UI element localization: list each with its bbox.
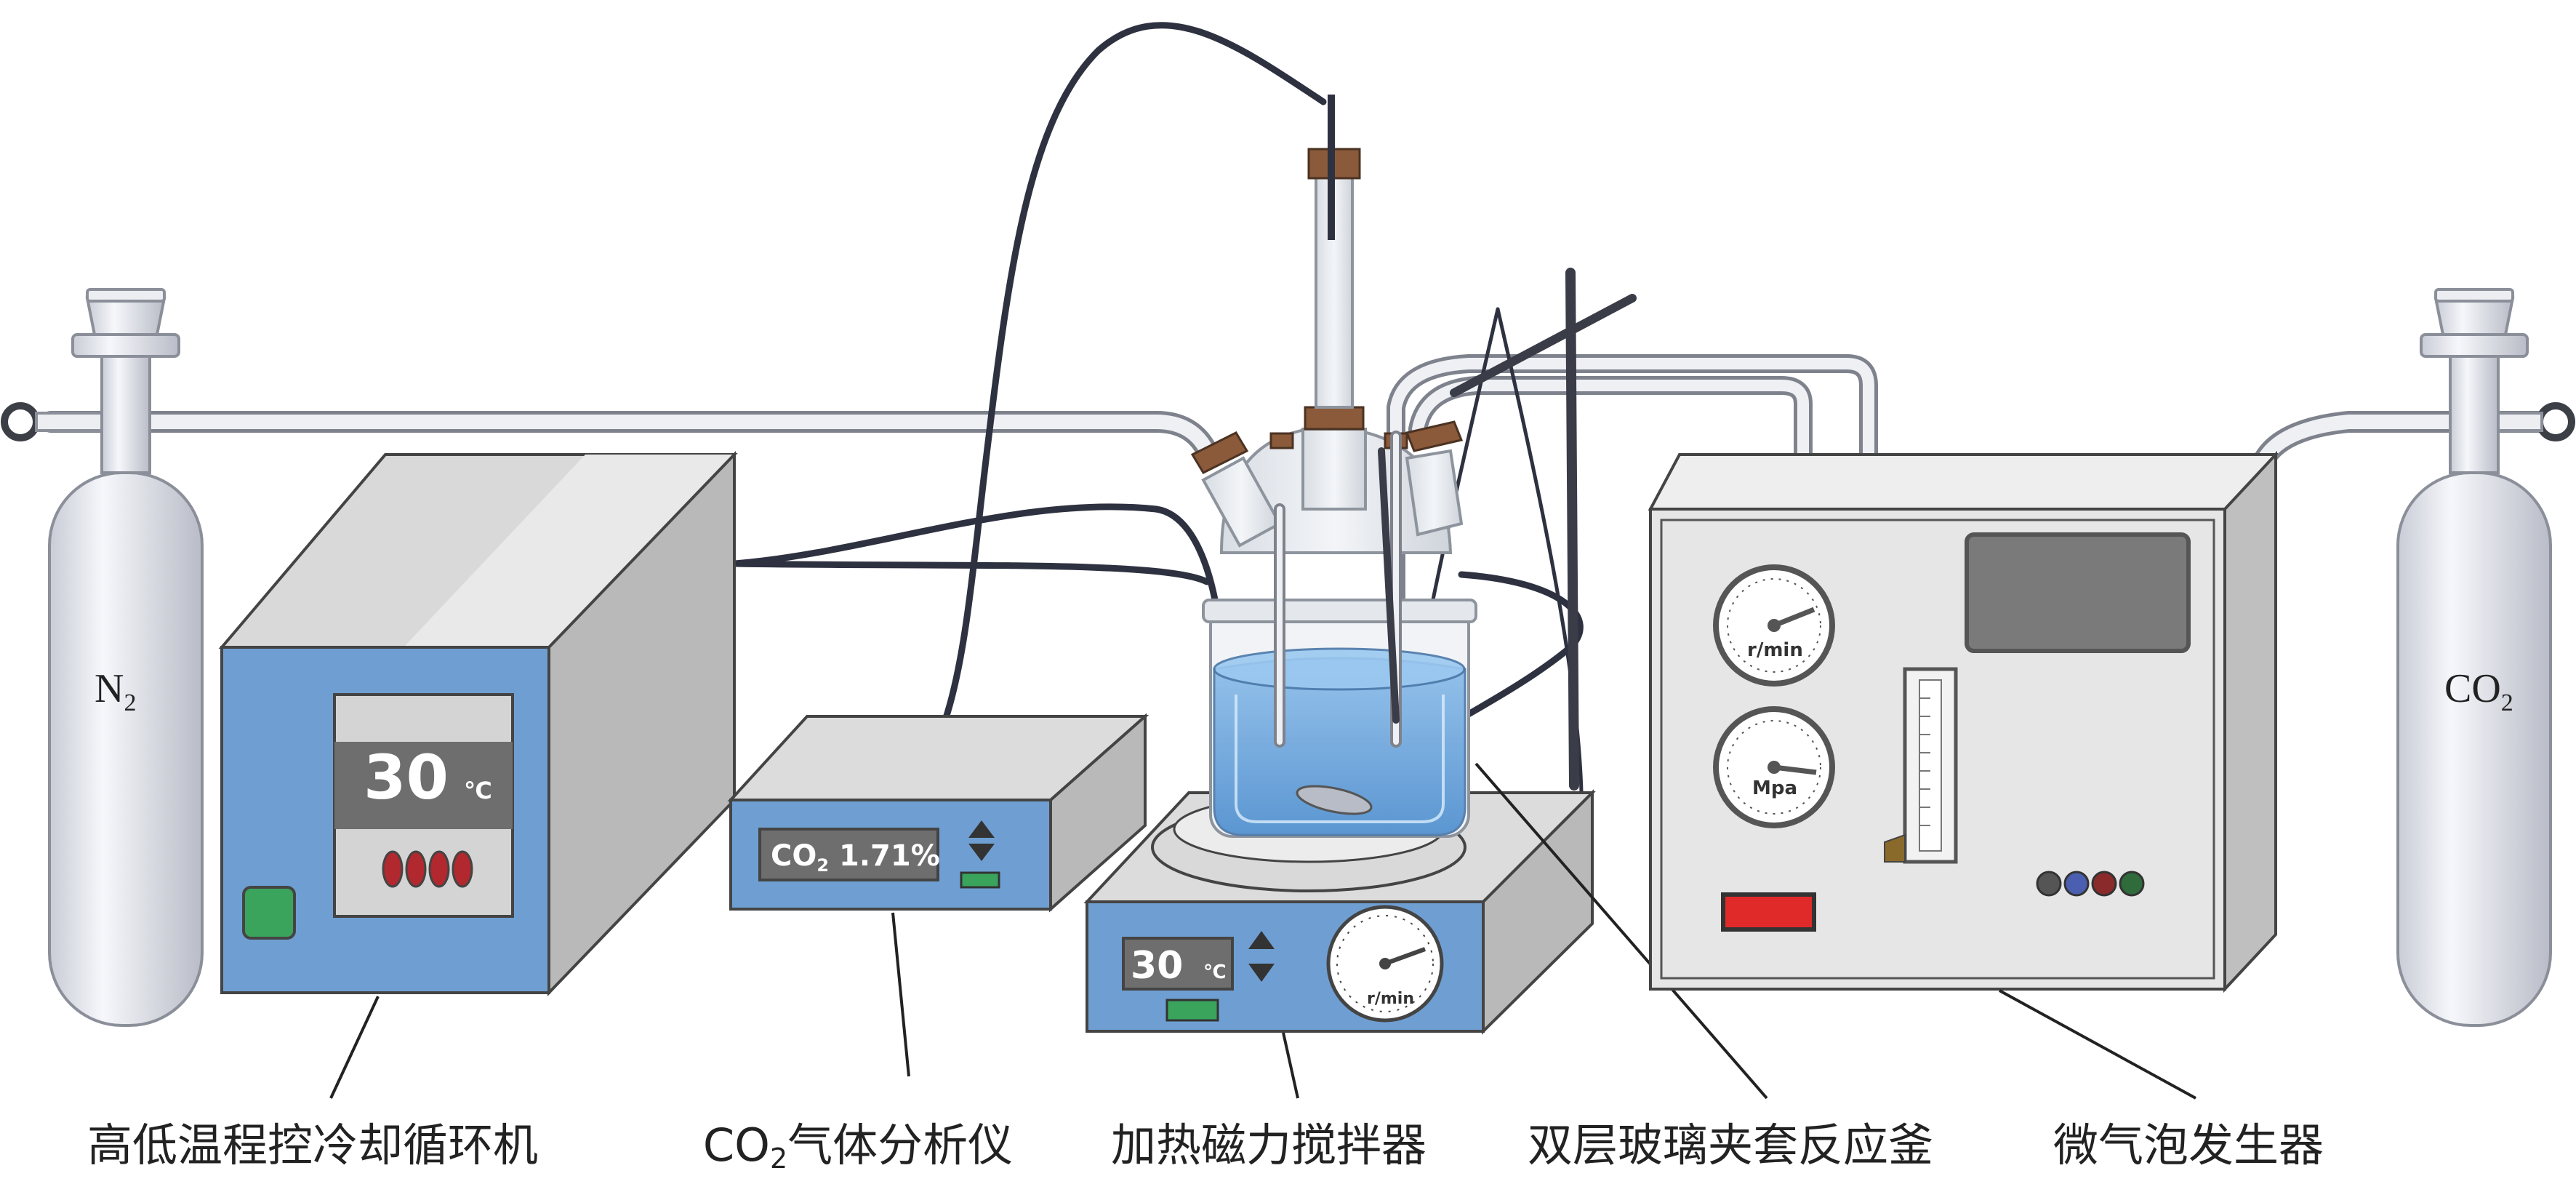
analyzer-indicator-led <box>960 871 1000 889</box>
analyzer-leader-line <box>891 912 910 1077</box>
stirrer-indicator-led <box>1165 999 1219 1022</box>
stirrer-up-arrow-icon[interactable] <box>1248 931 1275 949</box>
chiller-display-value: 30 <box>364 742 449 813</box>
micro-bubble-generator: r/min Mpa <box>1648 450 2279 1100</box>
magnetic-stirrer: 30 ℃ r/min <box>1083 789 1596 1099</box>
stirrer-down-arrow-icon[interactable] <box>1248 964 1275 982</box>
gauge-rpm-unit: r/min <box>1747 639 1803 661</box>
gauge-pressure: Mpa <box>1713 706 1835 828</box>
bubble-leader-line <box>1999 989 2196 1100</box>
stirrer-display-value: 30 <box>1131 944 1183 988</box>
caption-bubble-generator: 微气泡发生器 <box>2053 1119 2324 1172</box>
flowmeter <box>1884 667 1958 864</box>
co2-analyzer: CO2 1.71% <box>727 713 1149 1077</box>
analyzer-display-text: CO2 1.71% <box>771 839 940 876</box>
support-rod <box>1565 268 1579 791</box>
co2-gas-cylinder <box>2396 288 2575 1027</box>
stirrer-speed-dial[interactable]: r/min <box>1326 905 1444 1023</box>
stir-bar <box>1296 785 1373 815</box>
gauge-pressure-unit: Mpa <box>1752 777 1797 799</box>
analyzer-display <box>758 828 939 881</box>
chiller-buttons[interactable] <box>382 850 473 888</box>
chiller-display-screen <box>334 742 513 829</box>
bubble-power-switch[interactable] <box>1721 892 1816 932</box>
caption-chiller: 高低温程控冷却循环机 <box>87 1119 538 1172</box>
caption-reactor: 双层玻璃夹套反应釜 <box>1527 1119 1933 1172</box>
gauge-rpm: r/min <box>1713 564 1835 687</box>
co2-cylinder-label: CO2 <box>2444 666 2513 716</box>
jacketed-glass-reactor <box>1190 95 1768 1100</box>
caption-stirrer: 加热磁力搅拌器 <box>1110 1119 1427 1172</box>
gas-tubing <box>40 354 2563 751</box>
n2-gas-cylinder <box>1 288 204 1027</box>
stirrer-display <box>1122 937 1234 991</box>
stirrer-leader-line <box>1282 1032 1299 1099</box>
stirrer-display-unit: ℃ <box>1203 961 1226 983</box>
chiller-display-unit: ℃ <box>464 777 492 804</box>
indicator-lights[interactable] <box>2036 871 2145 897</box>
thermometer-probe <box>1378 447 1400 724</box>
stirrer-dial-unit: r/min <box>1367 990 1414 1008</box>
reactor-leader-line <box>1474 762 1768 1100</box>
n2-cylinder-label: N2 <box>95 666 137 716</box>
caption-analyzer: CO2气体分析仪 <box>702 1119 1014 1175</box>
chiller-unit: 30 ℃ <box>218 451 738 1099</box>
bubble-display-window <box>1965 532 2191 653</box>
chiller-power-button[interactable] <box>242 886 296 940</box>
chiller-leader-line <box>329 996 380 1099</box>
n2-valve-handle[interactable] <box>1 402 40 441</box>
co2-valve-handle[interactable] <box>2536 402 2575 441</box>
analyzer-up-arrow-icon[interactable] <box>968 820 995 838</box>
analyzer-down-arrow-icon[interactable] <box>968 844 995 861</box>
